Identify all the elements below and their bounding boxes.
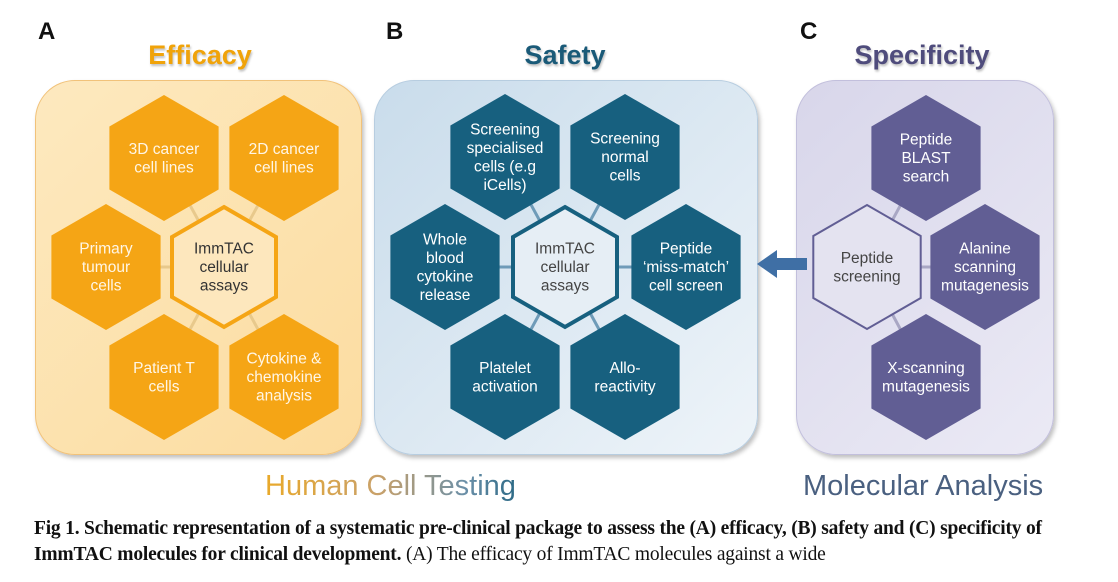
efficacy-hex-patient-t-cells-label-line: cells bbox=[148, 378, 179, 395]
safety-hex-screening-normal-cells-shape bbox=[570, 94, 680, 220]
specificity-hex-x-scanning-mutagenesis-shape bbox=[871, 314, 981, 440]
safety-hex-peptide-miss-match-cell-screen: Peptide‘miss-match’ cell screen bbox=[631, 204, 741, 330]
specificity-hex-alanine-scanning-mutagenesis-shape bbox=[930, 204, 1040, 330]
efficacy-center-hex-label-line: cellular bbox=[199, 259, 248, 276]
specificity-hex-peptide-blast-search-label-line: Peptide bbox=[900, 132, 953, 149]
efficacy-hex-primary-tumour-cells-label-line: Primary bbox=[79, 241, 133, 258]
specificity-center-hex-label-line: screening bbox=[833, 268, 900, 285]
safety-hex-screening-specialised-cells-e-g-icells-label-line: cells (e.g bbox=[474, 158, 536, 175]
efficacy-hex-3d-cancer-cell-lines-shape bbox=[109, 95, 219, 221]
efficacy-hex-cytokine-chemokine-analysis-shape bbox=[229, 314, 339, 440]
efficacy-center-hex-label-line: assays bbox=[200, 278, 248, 295]
caption-normal: (A) The efficacy of ImmTAC molecules aga… bbox=[401, 544, 826, 565]
safety-hex-screening-normal-cells-label-line: cells bbox=[609, 168, 640, 185]
safety-hex-screening-normal-cells-label-line: Screening bbox=[590, 131, 660, 148]
safety-hex-screening-specialised-cells-e-g-icells-label-line: iCells) bbox=[483, 177, 526, 194]
efficacy-hex-3d-cancer-cell-lines-label-line: 3D cancer bbox=[129, 141, 200, 158]
specificity-hex-peptide-blast-search-shape bbox=[871, 95, 981, 221]
panel-letter-b: B bbox=[386, 18, 404, 45]
figure-caption: Fig 1. Schematic representation of a sys… bbox=[34, 516, 1118, 568]
safety-hex-platelet-activation-shape bbox=[450, 314, 560, 440]
efficacy-center-hex-shape bbox=[170, 204, 278, 330]
specificity-hex-alanine-scanning-mutagenesis-label-line: mutagenesis bbox=[941, 278, 1029, 295]
human-cell-testing-label: Human Cell Testing bbox=[265, 470, 516, 502]
specificity-center-hex-label-line: Peptide bbox=[841, 250, 894, 267]
safety-center-hex-shape bbox=[511, 204, 619, 330]
specificity-hex-x-scanning-mutagenesis-label-line: mutagenesis bbox=[882, 378, 970, 395]
molecular-analysis-label: Molecular Analysis bbox=[803, 470, 1044, 502]
specificity-hex-x-scanning-mutagenesis-label-line: X-scanning bbox=[887, 360, 965, 377]
efficacy-hex-patient-t-cells-label-line: Patient T bbox=[133, 360, 195, 377]
safety-hex-peptide-miss-match-cell-screen-shape bbox=[631, 204, 741, 330]
panel-letter-a: A bbox=[38, 18, 56, 45]
safety-title: Safety bbox=[524, 40, 606, 70]
efficacy-hex-primary-tumour-cells-shape bbox=[51, 204, 161, 330]
efficacy-hex-primary-tumour-cells-label-line: cells bbox=[90, 278, 121, 295]
efficacy-hex-cytokine-chemokine-analysis: Cytokine &chemokine analysis bbox=[229, 314, 339, 440]
specificity-hex-alanine-scanning-mutagenesis-label-line: scanning bbox=[954, 259, 1016, 276]
safety-hex-whole-blood-cytokine-release-label-line: Whole bbox=[423, 231, 467, 248]
safety-hex-platelet-activation-label-line: activation bbox=[472, 378, 537, 395]
safety-center-hex-label-line: ImmTAC bbox=[535, 241, 595, 258]
safety-hex-peptide-miss-match-cell-screen-label-line: ‘miss-match’ bbox=[643, 259, 729, 276]
specificity-hex-alanine-scanning-mutagenesis-label-line: Alanine bbox=[959, 241, 1011, 258]
safety-hex-platelet-activation-label-line: Platelet bbox=[479, 360, 531, 377]
safety-hex-allo-reactivity-label-line: Allo- bbox=[609, 360, 640, 377]
caption-bold: Fig 1. Schematic representation of a sys… bbox=[34, 518, 1042, 565]
efficacy-hex-2d-cancer-cell-lines-shape bbox=[229, 95, 339, 221]
safety-hex-screening-specialised-cells-e-g-icells-label-line: specialised bbox=[467, 140, 544, 157]
efficacy-hex-cytokine-chemokine-analysis-label-line: chemokine bbox=[247, 369, 322, 386]
safety-hex-peptide-miss-match-cell-screen-label-line: Peptide bbox=[660, 241, 713, 258]
efficacy-hex-2d-cancer-cell-lines-label-line: cell lines bbox=[254, 159, 314, 176]
specificity-title: Specificity bbox=[854, 40, 990, 70]
safety-hex-whole-blood-cytokine-release-label-line: release bbox=[420, 287, 471, 304]
safety-hex-peptide-miss-match-cell-screen-label-line: cell screen bbox=[649, 278, 723, 295]
specificity-hex-peptide-blast-search-label-line: search bbox=[903, 169, 950, 186]
efficacy-hex-2d-cancer-cell-lines-label-line: 2D cancer bbox=[249, 141, 320, 158]
efficacy-hex-cytokine-chemokine-analysis-label-line: analysis bbox=[256, 388, 312, 405]
safety-hex-whole-blood-cytokine-release-shape bbox=[390, 204, 500, 330]
efficacy-hex-3d-cancer-cell-lines-label-line: cell lines bbox=[134, 159, 194, 176]
safety-hex-allo-reactivity: Allo-reactivity bbox=[570, 314, 680, 440]
arrow-shaft bbox=[775, 258, 807, 270]
safety-hex-allo-reactivity-label-line: reactivity bbox=[594, 378, 655, 395]
safety-hex-whole-blood-cytokine-release-label-line: blood bbox=[426, 250, 464, 267]
efficacy-hex-primary-tumour-cells-label-line: tumour bbox=[82, 259, 130, 276]
safety-hex-allo-reactivity-shape bbox=[570, 314, 680, 440]
safety-center-hex-label-line: cellular bbox=[540, 259, 589, 276]
panel-letter-c: C bbox=[800, 18, 818, 45]
efficacy-center-hex-label-line: ImmTAC bbox=[194, 241, 254, 258]
efficacy-title: Efficacy bbox=[148, 40, 252, 70]
efficacy-hex-patient-t-cells-shape bbox=[109, 314, 219, 440]
arrow-specificity-to-safety bbox=[757, 250, 807, 278]
specificity-hex-peptide-blast-search-label-line: BLAST bbox=[901, 150, 951, 167]
specificity-center-hex-shape bbox=[812, 203, 922, 331]
efficacy-hex-cytokine-chemokine-analysis-label-line: Cytokine & bbox=[247, 351, 323, 368]
arrow-head-icon bbox=[757, 250, 777, 278]
safety-hex-screening-specialised-cells-e-g-icells-shape bbox=[450, 94, 560, 220]
safety-hex-screening-specialised-cells-e-g-icells-label-line: Screening bbox=[470, 121, 540, 138]
safety-hex-screening-normal-cells-label-line: normal bbox=[601, 149, 648, 166]
safety-center-hex-label-line: assays bbox=[541, 278, 589, 295]
safety-hex-whole-blood-cytokine-release-label-line: cytokine bbox=[417, 268, 474, 285]
